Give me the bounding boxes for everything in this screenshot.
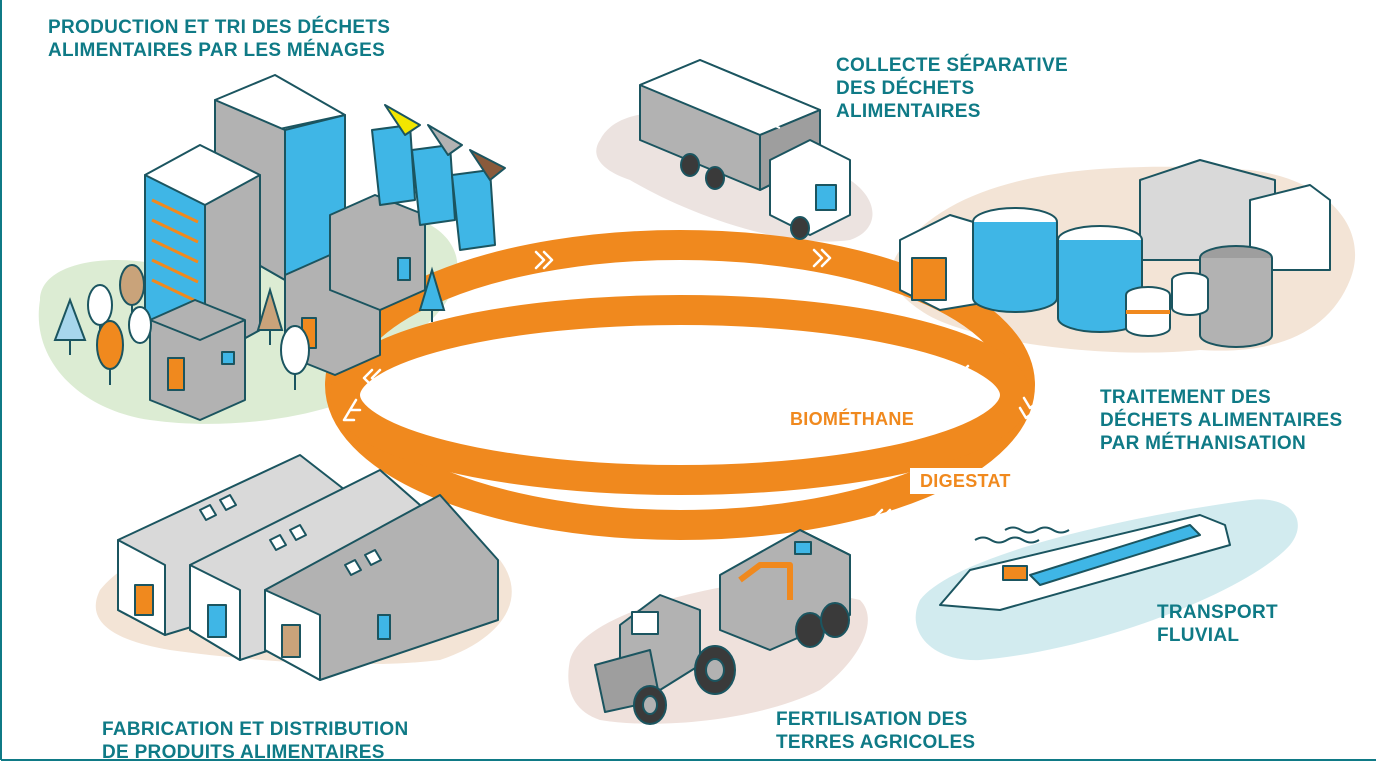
label-production-line2: ALIMENTAIRES PAR LES MÉNAGES bbox=[48, 40, 386, 61]
label-traitement-line1: TRAITEMENT DES bbox=[1100, 387, 1271, 408]
trees-icon bbox=[53, 264, 446, 390]
label-fabrication-line1: FABRICATION ET DISTRIBUTION bbox=[102, 719, 409, 740]
label-collecte-line2: DES DÉCHETS bbox=[836, 78, 975, 99]
tractor-icon bbox=[594, 529, 851, 725]
label-fertilisation: FERTILISATION DES TERRES AGRICOLES bbox=[776, 708, 975, 754]
label-collecte: COLLECTE SÉPARATIVE DES DÉCHETS ALIMENTA… bbox=[836, 54, 1068, 123]
label-fertilisation-line2: TERRES AGRICOLES bbox=[776, 732, 976, 753]
flow-chevrons bbox=[342, 248, 1040, 553]
cycle-arrows bbox=[325, 230, 1035, 540]
label-fertilisation-line1: FERTILISATION DES bbox=[776, 709, 968, 730]
warehouse-sheds-icon bbox=[117, 454, 499, 681]
garbage-truck-icon bbox=[639, 59, 851, 240]
label-collecte-line3: ALIMENTAIRES bbox=[836, 101, 981, 122]
label-transport-line1: TRANSPORT bbox=[1157, 602, 1278, 623]
label-traitement: TRAITEMENT DES DÉCHETS ALIMENTAIRES PAR … bbox=[1100, 386, 1342, 455]
label-collecte-line1: COLLECTE SÉPARATIVE bbox=[836, 55, 1068, 76]
methanization-plant-icon bbox=[899, 159, 1331, 348]
flow-label-biomethane: BIOMÉTHANE bbox=[780, 406, 924, 432]
label-production: PRODUCTION ET TRI DES DÉCHETS ALIMENTAIR… bbox=[48, 16, 390, 62]
label-production-line1: PRODUCTION ET TRI DES DÉCHETS bbox=[48, 17, 391, 38]
label-fabrication-line2: DE PRODUITS ALIMENTAIRES bbox=[102, 742, 385, 763]
apartment-buildings-icon bbox=[144, 74, 506, 421]
river-barge-icon bbox=[939, 514, 1231, 611]
label-traitement-line3: PAR MÉTHANISATION bbox=[1100, 433, 1307, 454]
flow-label-digestat: DIGESTAT bbox=[910, 468, 1021, 494]
label-transport: TRANSPORT FLUVIAL bbox=[1157, 601, 1278, 647]
label-traitement-line2: DÉCHETS ALIMENTAIRES bbox=[1100, 410, 1343, 431]
label-fabrication: FABRICATION ET DISTRIBUTION DE PRODUITS … bbox=[102, 718, 408, 764]
label-transport-line2: FLUVIAL bbox=[1157, 625, 1240, 646]
